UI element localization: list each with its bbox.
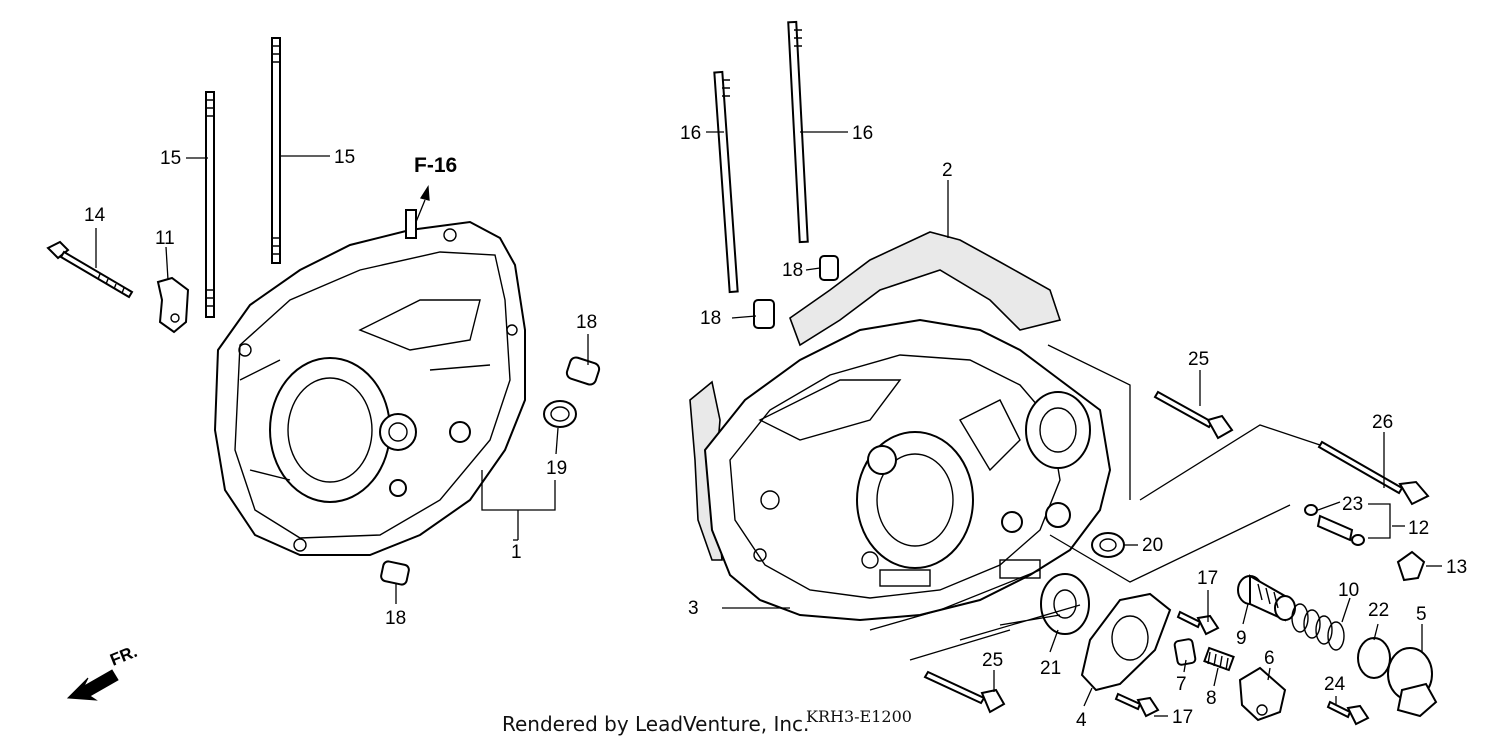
callout-18-right-upper: 18 — [782, 260, 803, 281]
callout-3: 3 — [688, 598, 699, 619]
dowel-pin-18-bottom — [380, 560, 410, 586]
callout-15-right: 15 — [334, 147, 355, 168]
callout-23: 23 — [1342, 494, 1363, 515]
bracket-11 — [156, 276, 190, 334]
body-6 — [1238, 666, 1287, 722]
assembly-guide-lines — [869, 344, 1321, 661]
callout-8: 8 — [1206, 688, 1217, 709]
spring-10 — [1291, 603, 1345, 651]
bolt-17-lower — [1114, 692, 1160, 718]
dowel-pin-18-upper — [819, 255, 839, 281]
callout-6: 6 — [1264, 648, 1275, 669]
callout-1: 1 — [511, 542, 522, 563]
callout-4: 4 — [1076, 710, 1087, 731]
cover-4 — [1080, 592, 1172, 692]
callout-12: 12 — [1408, 518, 1429, 539]
o-ring-22 — [1357, 637, 1391, 679]
cap-13 — [1396, 550, 1426, 582]
callout-7: 7 — [1176, 674, 1187, 695]
callout-9: 9 — [1236, 628, 1247, 649]
callout-16-left: 16 — [680, 123, 701, 144]
bolt-24 — [1326, 700, 1370, 726]
callout-17-lower: 17 — [1172, 707, 1193, 728]
callout-13: 13 — [1446, 557, 1467, 578]
gasket-2 — [789, 231, 1062, 347]
left-crankcase-half — [213, 185, 526, 556]
reference-label: F-16 — [414, 154, 457, 177]
callout-20: 20 — [1142, 535, 1163, 556]
washer-23 — [1304, 504, 1318, 516]
callout-16-right: 16 — [852, 123, 873, 144]
spring-8 — [1203, 646, 1235, 672]
callout-24: 24 — [1324, 674, 1346, 695]
callout-21: 21 — [1040, 658, 1061, 679]
group-bracket-1 — [481, 470, 556, 540]
strainer-9 — [1237, 574, 1296, 622]
callout-11: 11 — [155, 228, 175, 249]
callout-14: 14 — [84, 205, 106, 226]
oil-seal-21 — [1040, 573, 1090, 635]
callout-19: 19 — [546, 458, 567, 479]
bolt-26 — [1317, 440, 1430, 506]
drain-plug-5 — [1387, 647, 1438, 718]
callout-5: 5 — [1416, 604, 1427, 625]
dowel-7 — [1173, 638, 1197, 666]
callout-2: 2 — [942, 160, 953, 181]
right-crankcase-half — [703, 318, 1112, 622]
callout-15-left: 15 — [160, 148, 181, 169]
oil-seal-20 — [1091, 532, 1125, 558]
callout-18-right-lower: 18 — [700, 308, 721, 329]
credit-text: Rendered by LeadVenture, Inc. — [502, 712, 810, 736]
bolt-14 — [46, 240, 134, 299]
bolt-17-upper — [1176, 610, 1220, 636]
direction-label: FR. — [107, 642, 140, 670]
bolt-12 — [1316, 514, 1365, 546]
bushing-19 — [543, 400, 577, 428]
dowel-pin-18-lower — [753, 299, 775, 329]
front-direction-arrow: FR. — [66, 642, 140, 701]
diagram-code: KRH3-E1200 — [806, 707, 912, 726]
callout-labels: 1 2 3 4 5 6 7 8 9 10 11 12 13 14 15 15 1… — [84, 123, 1467, 731]
stud-bolt-15-left — [205, 91, 215, 318]
bolt-25-upper — [1153, 390, 1234, 440]
callout-18-left-right: 18 — [576, 312, 597, 333]
callout-25-upper: 25 — [1188, 349, 1209, 370]
callout-10: 10 — [1338, 580, 1359, 601]
bolt-25-lower — [923, 670, 1006, 714]
callout-25-lower: 25 — [982, 650, 1003, 671]
callout-17-upper: 17 — [1197, 568, 1218, 589]
stud-bolt-15-right — [271, 37, 281, 264]
callout-22: 22 — [1368, 600, 1389, 621]
stud-bolt-16-left — [713, 70, 739, 294]
dowel-pin-18-right — [565, 356, 601, 386]
callout-leaders — [95, 131, 1442, 717]
callout-26: 26 — [1372, 412, 1393, 433]
callout-18-left-bottom: 18 — [385, 608, 406, 629]
